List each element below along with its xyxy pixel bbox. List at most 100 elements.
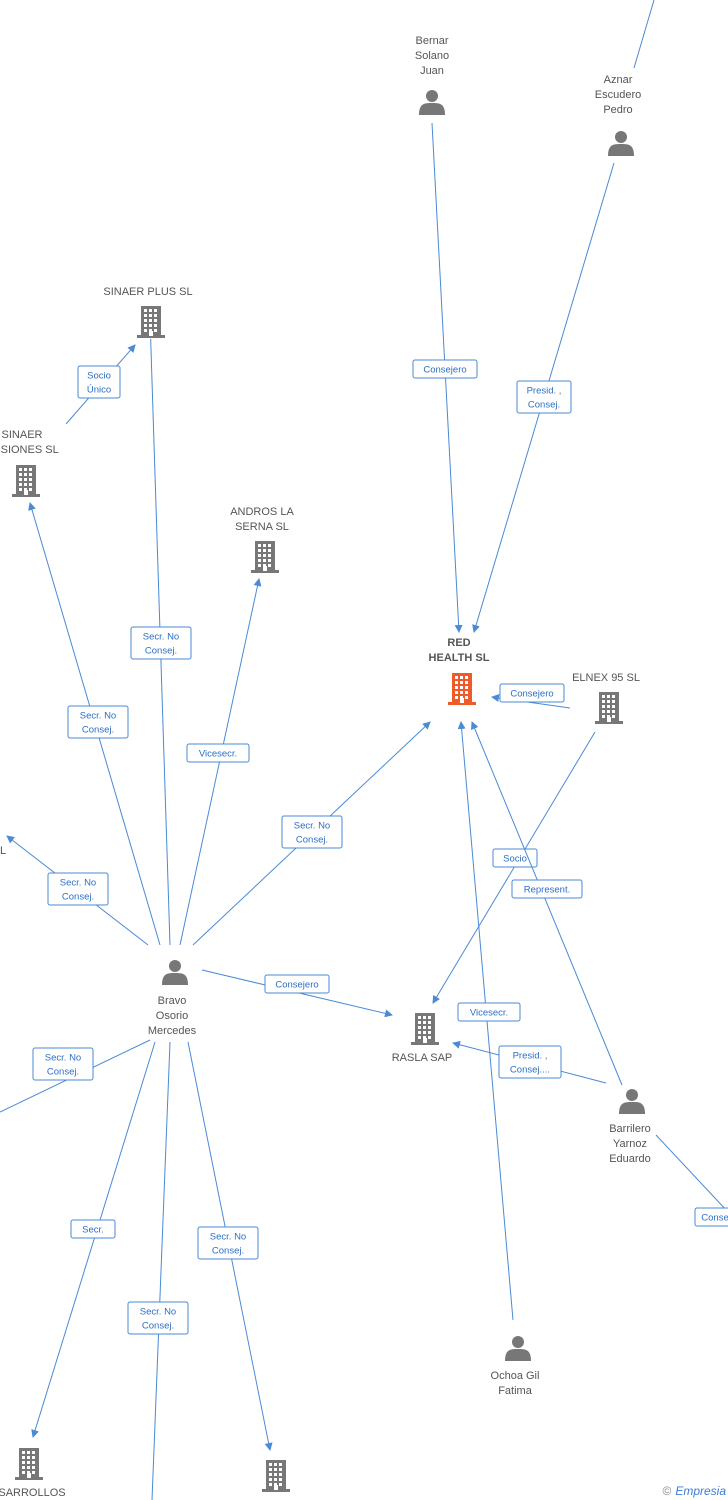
edge-label-box xyxy=(499,683,565,703)
edge-label: Conse xyxy=(701,1213,728,1224)
edge[interactable]: Secr. No Consej. xyxy=(187,1041,273,1451)
node-label: HEALTH SL xyxy=(429,652,490,664)
edge-label-box xyxy=(186,743,250,763)
edge[interactable]: Socio xyxy=(432,731,596,1004)
edge-label-box xyxy=(127,1301,189,1335)
edge-label: Consej. xyxy=(62,892,94,903)
edge-label-box xyxy=(47,872,109,906)
edge-label-box xyxy=(694,1207,728,1227)
edge-label: Consej.... xyxy=(510,1065,550,1076)
edge-label: Consej. xyxy=(47,1067,79,1078)
edge-label: Consej. xyxy=(145,646,177,657)
edge[interactable]: Secr. xyxy=(31,1041,156,1438)
edge-label: Consej. xyxy=(296,835,328,846)
edge[interactable]: Consejero xyxy=(201,969,393,1018)
node-label: Eduardo xyxy=(609,1153,651,1165)
node-label: Osorio xyxy=(156,1010,188,1022)
person-icon xyxy=(162,960,188,985)
edge-label: Secr. No xyxy=(210,1232,246,1243)
edge-label: Secr. No xyxy=(80,711,116,722)
edge[interactable]: Consejero xyxy=(412,122,478,633)
node-label: RED xyxy=(447,637,470,649)
node-label: Fatima xyxy=(498,1385,533,1397)
node-elnex[interactable]: ELNEX 95 SL xyxy=(572,672,640,725)
edge[interactable]: Presid. ,Consej. xyxy=(472,162,615,633)
node-label: Barrilero xyxy=(609,1123,651,1135)
edge-label: Consejero xyxy=(275,980,318,991)
edge-label: Consejero xyxy=(423,365,466,376)
edge-label-box xyxy=(511,879,583,899)
edge[interactable]: Represent. xyxy=(470,721,623,1086)
node-left-l[interactable]: L xyxy=(0,845,6,857)
edge-label: Consej. xyxy=(212,1246,244,1257)
edge[interactable]: Vicesecr. xyxy=(457,721,521,1321)
person-icon xyxy=(505,1336,531,1361)
edge-line xyxy=(655,1134,728,1213)
node-desarrollos[interactable]: SARROLLOS xyxy=(0,1447,66,1499)
node-label: Escudero xyxy=(595,89,641,101)
edge-label-box xyxy=(70,1219,116,1239)
node-label: Juan xyxy=(420,65,444,77)
edge-label: Consej. xyxy=(142,1321,174,1332)
edge-label: Secr. No xyxy=(294,821,330,832)
node-label: Mercedes xyxy=(148,1025,197,1037)
building-icon xyxy=(262,1459,290,1493)
node-label: RASLA SAP xyxy=(392,1052,453,1064)
building-icon xyxy=(411,1012,439,1046)
edge-line xyxy=(470,721,623,1086)
node-bottom-co[interactable] xyxy=(262,1459,290,1493)
edge[interactable]: Vicesecr. xyxy=(179,578,262,946)
node-label: Bravo xyxy=(158,995,187,1007)
node-label: Ochoa Gil xyxy=(491,1370,540,1382)
node-sinaer-plus[interactable]: SINAER PLUS SL xyxy=(103,286,193,339)
edge[interactable]: Secr. No Consej. xyxy=(28,502,161,946)
edge[interactable]: Presid. ,Consej.... xyxy=(452,1040,607,1084)
edge-line xyxy=(633,0,655,69)
node-label: ANDROS LA xyxy=(230,506,294,518)
edge-label: Represent. xyxy=(524,885,570,896)
edge-label-box xyxy=(457,1002,521,1022)
building-icon xyxy=(137,305,165,339)
building-icon xyxy=(595,691,623,725)
node-label: Yarnoz xyxy=(613,1138,647,1150)
node-rasla[interactable]: RASLA SAP xyxy=(392,1012,453,1064)
node-red-health[interactable]: RED HEALTH SL xyxy=(429,637,490,706)
copyright-icon: © xyxy=(662,1484,672,1498)
node-label: SARROLLOS xyxy=(0,1487,66,1499)
edge[interactable]: Consejero xyxy=(491,683,571,709)
node-label: Aznar xyxy=(604,74,633,86)
node-label: SINAER xyxy=(2,429,43,441)
edge[interactable]: Secr. No Consej. xyxy=(127,1041,189,1500)
edge-label: Consej. xyxy=(528,400,560,411)
edge[interactable]: Conse xyxy=(655,1134,728,1227)
node-label: ELNEX 95 SL xyxy=(572,672,640,684)
edge-label-box xyxy=(197,1226,259,1260)
edge[interactable] xyxy=(633,0,655,69)
node-label: L xyxy=(0,845,6,857)
footer-brand[interactable]: ©Empresia xyxy=(662,1484,726,1498)
edge-line xyxy=(151,1041,171,1500)
node-label: Bernar xyxy=(415,35,448,47)
edge-label: Vicesecr. xyxy=(199,749,237,760)
building-icon xyxy=(448,672,476,706)
person-icon xyxy=(619,1089,645,1114)
edge-label: Secr. No xyxy=(140,1307,176,1318)
building-icon xyxy=(15,1447,43,1481)
edge-label: Secr. xyxy=(82,1225,104,1236)
edge[interactable]: Secr. No Consej. xyxy=(192,721,431,946)
edge-label: Único xyxy=(87,385,111,396)
edge-label-box xyxy=(281,815,343,849)
